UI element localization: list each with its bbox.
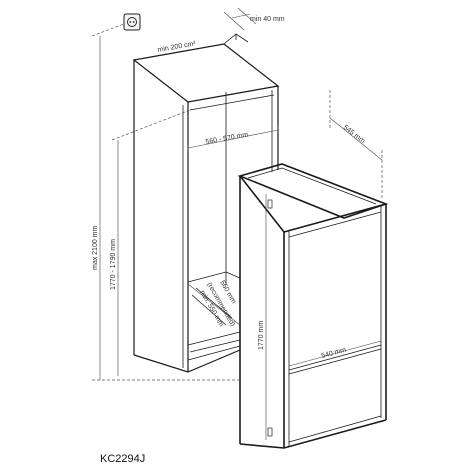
appliance: [237, 163, 389, 449]
cabinet-niche: [132, 33, 280, 373]
label-niche-width: 560 - 570 mm: [205, 132, 249, 146]
dim-appliance-height: 1770 mm: [258, 194, 267, 440]
label-niche-height: 1770 - 1790 mm: [110, 239, 117, 290]
dim-niche-depth: 560 mm (recommended) min. 550 mm: [187, 280, 241, 328]
dim-max-2100: max 2100 mm: [91, 23, 240, 381]
dim-niche-width: 560 - 570 mm: [187, 126, 279, 152]
dim-appliance-width: 540 mm: [288, 340, 382, 367]
model-name: KC2294J: [100, 453, 145, 465]
dim-niche-height: 1770 - 1790 mm: [110, 109, 191, 376]
label-appliance-depth: 545 mm: [342, 124, 366, 145]
dim-appliance-depth: 545 mm: [329, 90, 383, 200]
label-appliance-height: 1770 mm: [258, 321, 265, 350]
label-min-40: min 40 mm: [250, 16, 285, 23]
dim-min-40: min 40 mm: [223, 7, 285, 31]
label-max-2100: max 2100 mm: [92, 225, 99, 270]
power-socket-icon: [123, 13, 141, 31]
